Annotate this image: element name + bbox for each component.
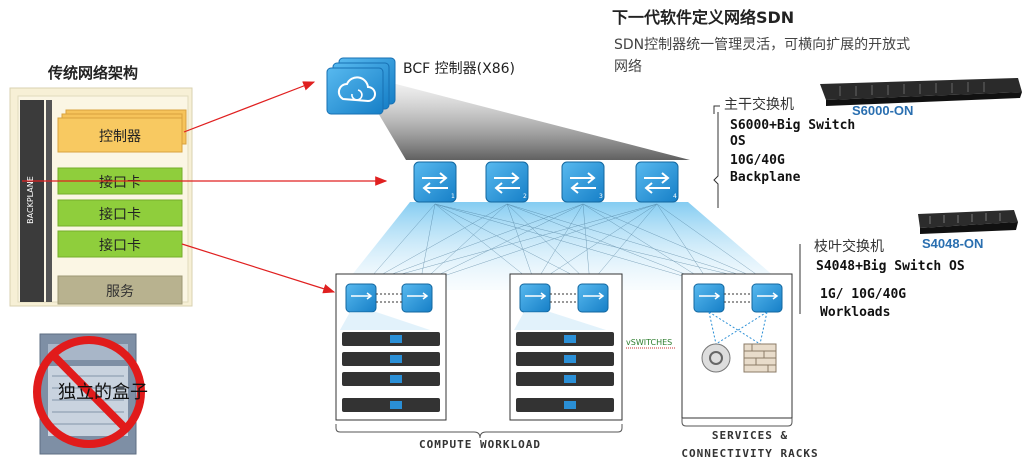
spine-switch-3-number: 3 [599,193,603,200]
bcf-controller-icon [326,57,396,115]
controller-card-label: 控制器 [99,129,141,145]
services-label-line-1: SERVICES & [711,429,789,442]
spine-switch-title: 主干交换机 [724,97,794,113]
prohibited-icon [33,336,145,448]
service-card [57,275,183,305]
legacy-chassis: BACKPLANE 控制器 接口卡 接口卡 接口卡 服务 [9,87,193,307]
standalone-label: 独立的盒子 [58,382,148,403]
spine-switch-1-number: 1 [451,193,455,200]
page-subtitle: SDN控制器统一管理灵活，可横向扩展的开放式网络 [614,37,911,75]
spine-switches: 1 2 3 4 [413,161,679,203]
leaf-spec-line-1: S4048+Big Switch OS [816,259,965,274]
backplane-label: BACKPLANE [26,176,35,224]
s6000-device-image [820,78,1022,106]
spine-spec-line-4: Backplane [730,170,801,185]
standalone-box: 独立的盒子 [33,333,148,455]
interface-card-2-label: 接口卡 [99,206,141,223]
services-brace [681,418,793,427]
vswitches-label: vSWITCHES [626,338,672,347]
interface-card-3 [57,230,183,258]
spine-spec-line-1: S6000+Big Switch [730,118,856,133]
load-balancer-icon [701,343,731,373]
interface-card-1-label: 接口卡 [99,174,141,191]
spine-switch-3 [561,161,605,203]
leaf-switch-title: 枝叶交换机 [814,239,884,255]
legacy-architecture-title: 传统网络架构 [48,64,139,82]
leaf-model-label: S4048-ON [922,236,984,251]
spine-bracket [713,112,719,208]
spine-switch-2-number: 2 [523,193,527,200]
compute-workload-label: COMPUTE WORKLOAD [419,438,541,451]
interface-card-2 [57,199,183,227]
spine-switch-4-number: 4 [673,193,677,200]
services-label-line-2: CONNECTIVITY RACKS [681,447,819,460]
leaf-spec-line-2: 1G/ 10G/40G [820,287,907,302]
service-card-label: 服务 [106,284,134,300]
spine-switch-4 [635,161,679,203]
fabric-links [364,203,771,285]
spine-model-label: S6000-ON [852,103,914,118]
compute-brace [335,424,623,439]
s4048-device-image [918,210,1018,234]
controller-cone [368,84,690,160]
interface-card-3-label: 接口卡 [99,237,141,254]
spine-spec-line-3: 10G/40G [730,153,785,168]
leaf-spec-line-3: Workloads [820,305,891,320]
spine-switch-2 [485,161,529,203]
spine-spec-line-2: OS [730,134,746,149]
page-title: 下一代软件定义网络SDN [612,8,795,27]
mapping-arrows [22,81,388,294]
spine-switch-1 [413,161,457,203]
services-rack [681,273,793,419]
controller-card [57,117,183,153]
compute-rack-1 [335,273,447,421]
compute-rack-2 [509,273,623,421]
bcf-controller-label: BCF 控制器(X86) [403,61,515,77]
